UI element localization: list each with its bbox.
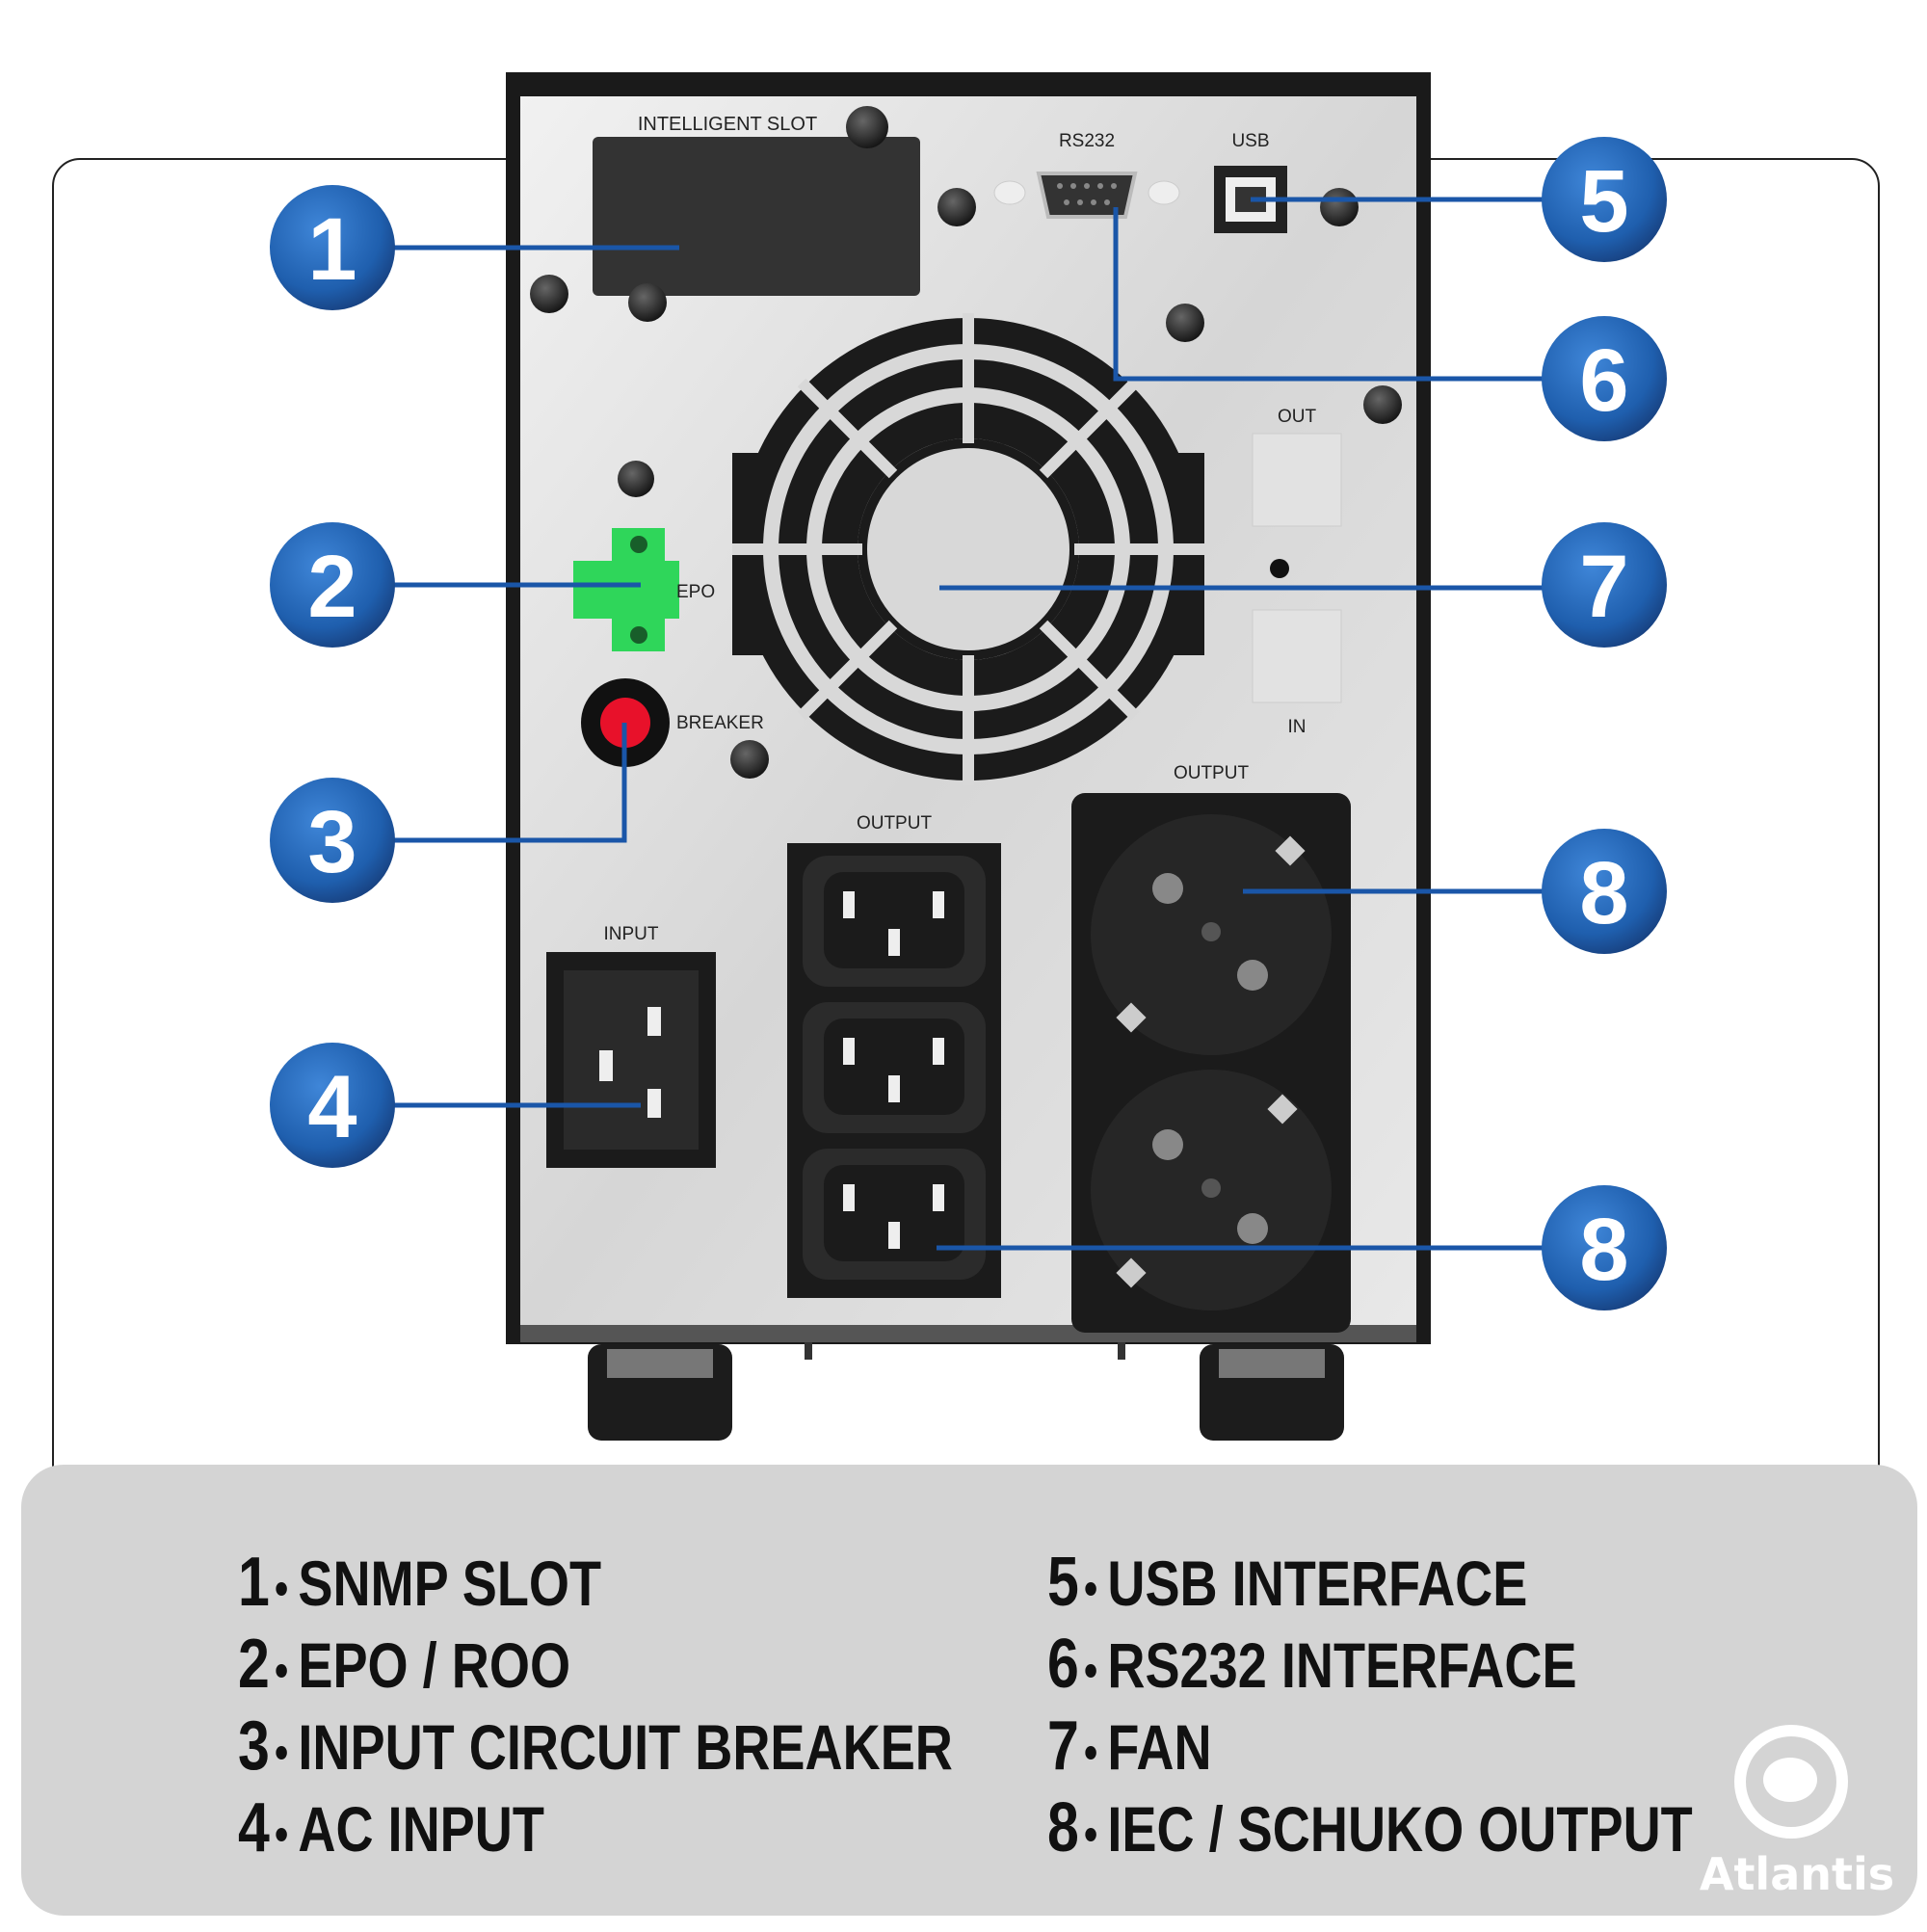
callout-7: 7	[1542, 522, 1667, 648]
callout-1: 1	[270, 185, 395, 310]
right-foot	[1200, 1344, 1344, 1441]
usb-label: USB	[1231, 131, 1269, 151]
in-label: IN	[1288, 717, 1307, 737]
callout-2: 2	[270, 522, 395, 648]
legend-label: RS232 INTERFACE	[1107, 1629, 1577, 1701]
logo-core-icon	[1763, 1758, 1817, 1802]
schuko-output-sockets	[1071, 793, 1351, 1333]
legend-number: 4	[238, 1789, 270, 1866]
callout-6-number: 6	[1579, 331, 1628, 430]
intelligent-slot	[593, 106, 920, 322]
iec-socket	[803, 856, 986, 987]
legend-label: SNMP SLOT	[298, 1548, 602, 1619]
iec-socket	[803, 1149, 986, 1280]
ac-input-socket	[546, 952, 716, 1168]
legend-item-2: 2 EPO / ROO	[238, 1624, 953, 1706]
atlantis-logo: Atlantis	[1686, 1725, 1908, 1900]
callout-8a: 8	[1542, 829, 1667, 954]
network-indicator	[1270, 559, 1289, 578]
left-foot	[588, 1344, 732, 1441]
network-in-port	[1252, 609, 1342, 703]
legend-label: EPO / ROO	[298, 1629, 571, 1701]
legend-label: INPUT CIRCUIT BREAKER	[298, 1711, 953, 1783]
screw	[1363, 385, 1402, 424]
rs232-port	[993, 172, 1180, 219]
legend-number: 1	[238, 1544, 270, 1621]
callout-5: 5	[1542, 137, 1667, 262]
callout-4-number: 4	[307, 1058, 356, 1156]
legend-item-1: 1 SNMP SLOT	[238, 1542, 953, 1624]
callout-2-number: 2	[307, 538, 356, 636]
callout-8b-number: 8	[1579, 1201, 1628, 1299]
screw	[530, 275, 568, 313]
legend-item-7: 7 FAN	[1047, 1706, 1693, 1787]
bullet-dot	[1085, 1745, 1096, 1760]
callout-8a-number: 8	[1579, 844, 1628, 942]
screw	[1166, 304, 1204, 342]
legend-column-left: 1 SNMP SLOT 2 EPO / ROO 3 INPUT CIRCUIT BRE…	[238, 1542, 1110, 1869]
leader-line-3	[385, 723, 627, 843]
legend-label: FAN	[1107, 1711, 1212, 1783]
callout-3: 3	[270, 778, 395, 903]
legend-column-right: 5 USB INTERFACE 6 RS232 INTERFACE 7 FAN 8 IE…	[1047, 1542, 1835, 1869]
leader-line-6	[1113, 207, 1551, 382]
breaker-label: BREAKER	[676, 713, 764, 733]
legend-item-6: 6 RS232 INTERFACE	[1047, 1624, 1693, 1706]
bullet-dot	[276, 1663, 287, 1678]
callout-5-number: 5	[1579, 152, 1628, 251]
legend-label: USB INTERFACE	[1107, 1548, 1528, 1619]
callout-6: 6	[1542, 316, 1667, 441]
screw	[730, 740, 769, 779]
legend-number: 7	[1047, 1707, 1079, 1785]
epo-terminal	[573, 528, 679, 651]
bullet-dot	[1085, 1581, 1096, 1596]
intelligent-slot-label: INTELLIGENT SLOT	[638, 114, 817, 135]
epo-label: EPO	[676, 582, 715, 602]
bullet-dot	[1085, 1663, 1096, 1678]
screw	[618, 461, 654, 497]
screw	[1320, 188, 1359, 226]
input-label: INPUT	[604, 924, 659, 944]
legend-number: 3	[238, 1707, 270, 1785]
fan-grille	[732, 313, 1204, 785]
iec-output-sockets	[787, 843, 1001, 1298]
legend-number: 5	[1047, 1544, 1079, 1621]
legend-item-5: 5 USB INTERFACE	[1047, 1542, 1693, 1624]
screw	[937, 188, 976, 226]
brand-name: Atlantis	[1699, 1848, 1895, 1900]
bullet-dot	[276, 1745, 287, 1760]
schuko-output-label: OUTPUT	[1174, 763, 1250, 783]
bullet-dot	[276, 1581, 287, 1596]
schuko-socket	[1091, 814, 1332, 1055]
callout-1-number: 1	[307, 200, 356, 299]
legend-number: 6	[1047, 1626, 1079, 1703]
legend-label: IEC / SCHUKO OUTPUT	[1107, 1793, 1693, 1865]
network-out-port	[1252, 433, 1342, 527]
legend-item-3: 3 INPUT CIRCUIT BREAKER	[238, 1706, 953, 1787]
legend-item-8: 8 IEC / SCHUKO OUTPUT	[1047, 1787, 1693, 1869]
rs232-label: RS232	[1059, 131, 1115, 151]
legend-label: AC INPUT	[298, 1793, 544, 1865]
leader-lines	[385, 197, 1551, 1251]
bullet-dot	[1085, 1827, 1096, 1841]
legend-panel: 1 SNMP SLOT 2 EPO / ROO 3 INPUT CIRCUIT BRE…	[21, 1465, 1917, 1916]
legend-number: 2	[238, 1626, 270, 1703]
iec-output-label: OUTPUT	[857, 813, 933, 834]
callout-4: 4	[270, 1043, 395, 1168]
schuko-socket	[1091, 1070, 1332, 1310]
legend-number: 8	[1047, 1789, 1079, 1866]
legend-item-4: 4 AC INPUT	[238, 1787, 953, 1869]
bullet-dot	[276, 1827, 287, 1841]
callout-7-number: 7	[1579, 538, 1628, 636]
callout-8b: 8	[1542, 1185, 1667, 1310]
callout-3-number: 3	[307, 793, 356, 891]
out-label: OUT	[1278, 407, 1317, 427]
iec-socket	[803, 1002, 986, 1133]
